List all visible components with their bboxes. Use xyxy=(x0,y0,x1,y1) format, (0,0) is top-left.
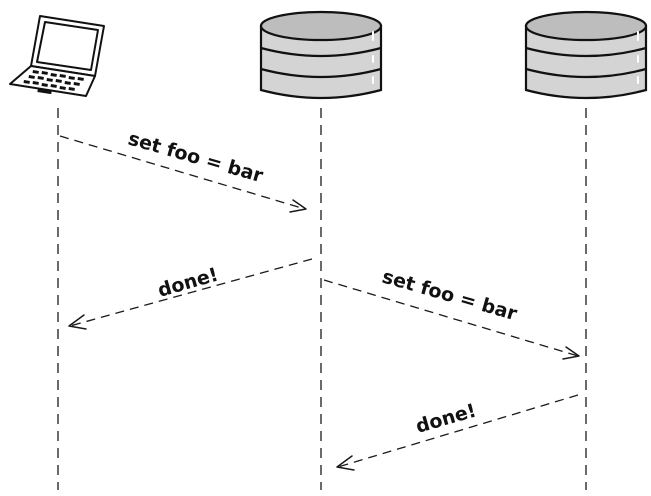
message-arrow xyxy=(323,279,580,360)
laptop-icon xyxy=(9,15,105,97)
message-label: set foo = bar xyxy=(380,266,520,326)
message-label: done! xyxy=(413,400,478,438)
database-icon xyxy=(259,10,383,100)
message-arrow xyxy=(336,394,579,471)
message-label: set foo = bar xyxy=(126,128,266,188)
message-arrow xyxy=(59,135,307,213)
database-icon xyxy=(524,10,648,100)
message-label: done! xyxy=(155,264,220,302)
message-arrow xyxy=(68,258,313,330)
